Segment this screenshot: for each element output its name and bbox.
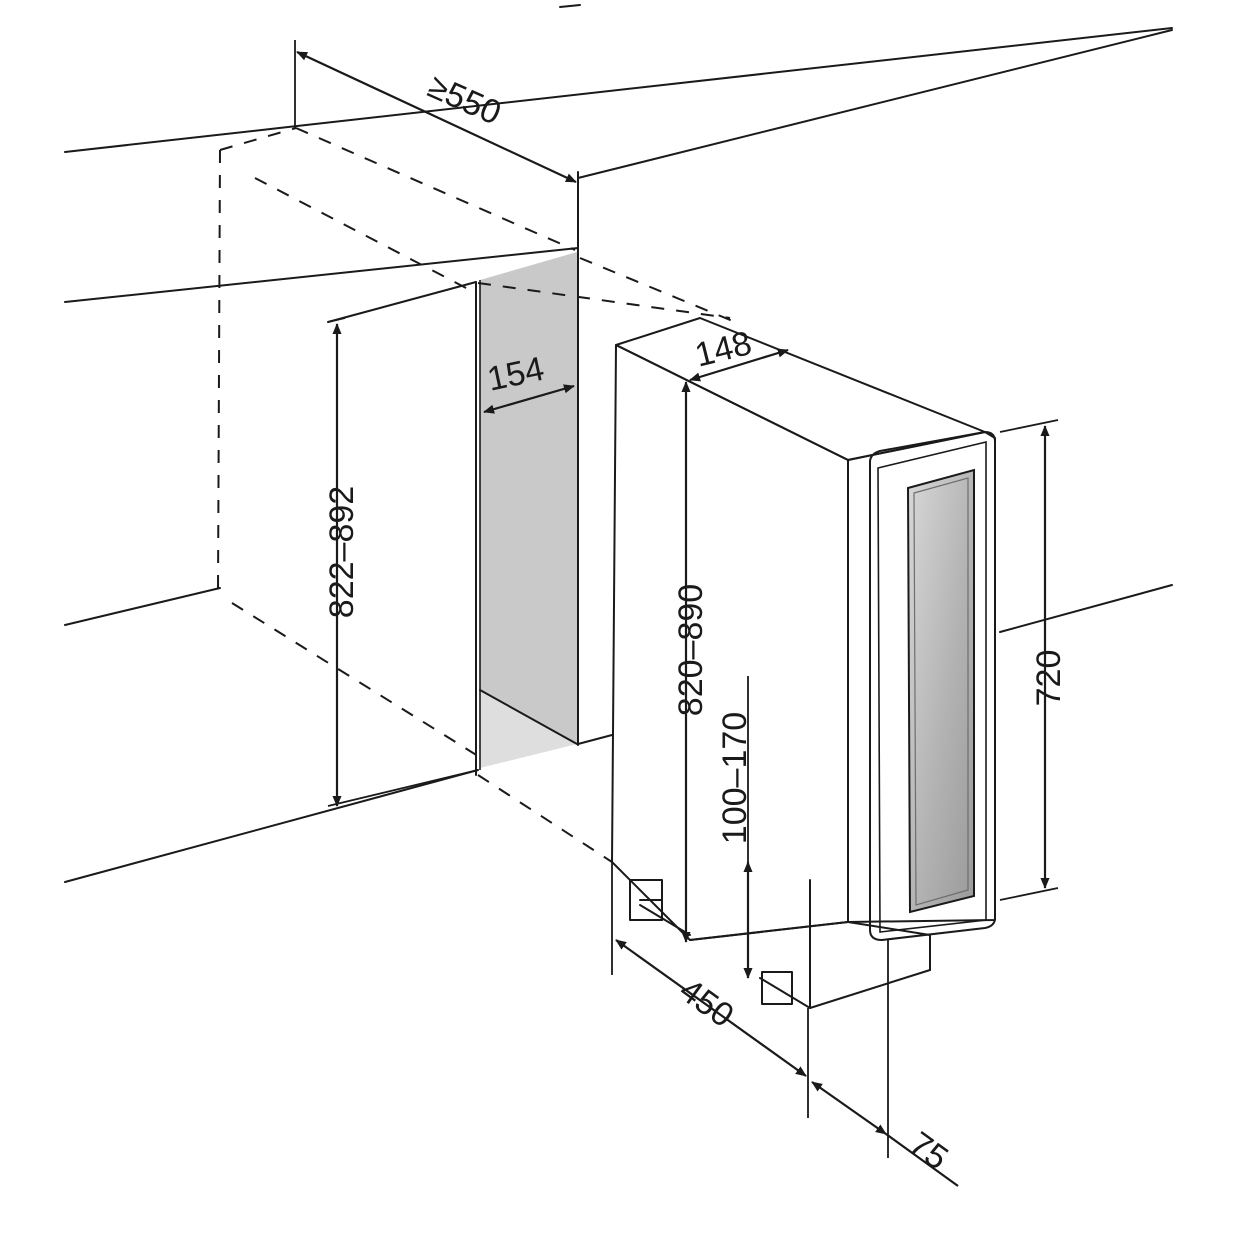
label-niche-height: 822–892 [323,486,361,618]
dim-line-niche-width [483,384,575,414]
label-appliance-width: 148 [691,324,755,375]
dim-line-door-depth [811,1081,887,1135]
dim-line-appliance-width [689,348,789,382]
label-appliance-depth: 450 [672,971,740,1035]
niche-floor-shade [480,690,577,768]
niche-side-panel [479,252,578,770]
label-cabinet-depth: ≥550 [422,67,506,132]
countertop [64,4,1173,746]
wine-cooler [611,317,996,1009]
dim-line-cabinet-depth [296,51,577,183]
lower-cabinet [64,584,1173,1009]
cooler-door [869,431,996,941]
dimension-lines [294,40,1059,1187]
label-door-height: 720 [1030,650,1068,707]
label-appliance-height: 820–890 [672,584,710,716]
door-glass [906,468,975,914]
niche-shaded-wall [480,252,577,744]
label-plinth-height: 100–170 [716,712,754,844]
upper-niche-outline [327,281,477,776]
cooler-top [615,317,986,461]
dim-line-appliance-depth [615,939,807,1077]
label-door-depth: 75 [902,1125,955,1178]
